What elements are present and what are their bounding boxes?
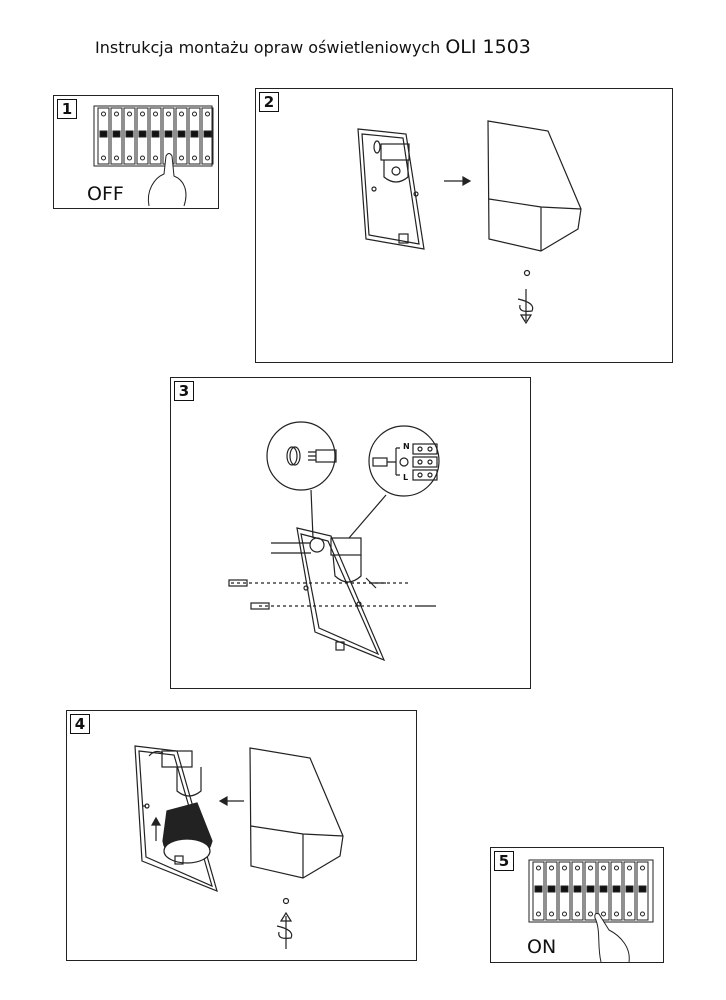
breaker-panel-on-illustration (528, 859, 654, 963)
step-number: 2 (259, 92, 279, 112)
step-1-panel: 1 OFF (53, 95, 219, 209)
insert-bulb-and-cover-illustration (134, 745, 344, 949)
step-number: 5 (494, 851, 514, 871)
neutral-terminal-label: N (403, 442, 410, 451)
step-4-panel: 4 (66, 710, 417, 961)
step-number: 1 (57, 99, 77, 119)
model-number: OLI 1503 (445, 36, 531, 58)
step-2-panel: 2 (255, 88, 673, 363)
step-3-panel: 3 N L (170, 377, 531, 689)
step-number: 3 (174, 381, 194, 401)
title-text: Instrukcja montażu opraw oświetleniowych (95, 38, 441, 57)
step-5-panel: 5 ON (490, 847, 664, 963)
live-terminal-label: L (403, 473, 409, 482)
off-label: OFF (87, 183, 124, 205)
remove-cover-illustration (357, 120, 582, 325)
on-label: ON (527, 936, 557, 958)
document-title: Instrukcja montażu opraw oświetleniowych… (95, 36, 531, 58)
wiring-and-mounting-illustration (228, 421, 440, 662)
step-number: 4 (70, 714, 90, 734)
breaker-panel-illustration (93, 105, 214, 207)
